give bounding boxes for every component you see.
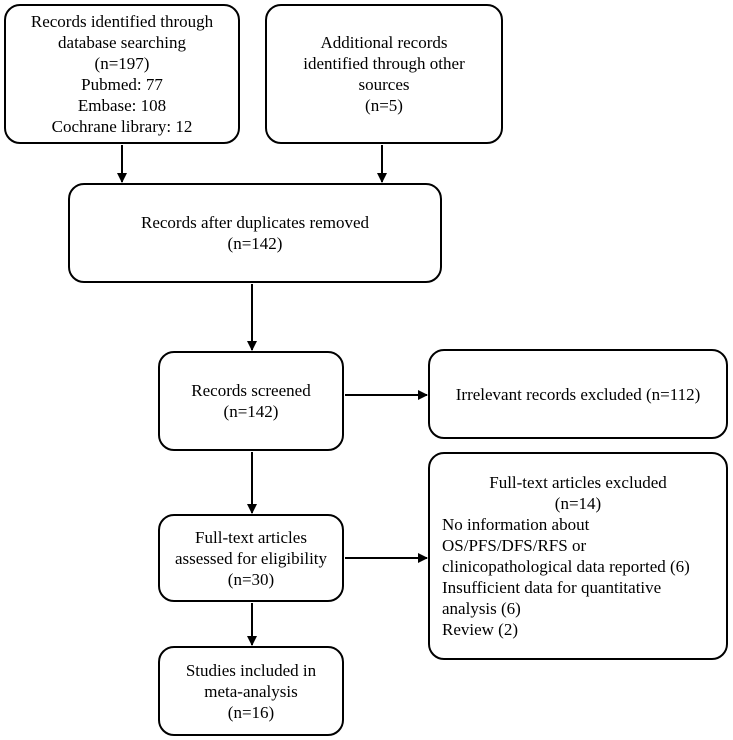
box-line: clinicopathological data reported (6) [442,557,690,576]
box-line: (n=142) [227,234,283,253]
box-line: (n=14) [554,494,602,513]
box-line: Embase: 108 [77,96,167,115]
box-line: sources [358,75,410,94]
box-line: Studies included in [185,660,317,680]
box-line: Records identified through [30,12,214,31]
box-line: database searching [58,33,186,52]
box-line: OS/PFS/DFS/RFS or [442,536,587,555]
studies-included-box: Studies included in meta-analysis (n=16) [158,646,344,736]
additional-records-box: Additional records identified through ot… [265,4,503,144]
box-line: identified through other [303,54,465,73]
box-line: Records after duplicates removed [141,213,369,232]
box-line: Additional records [320,33,448,52]
box-line: (n=142) [223,402,279,421]
fulltext-excluded-box: Full-text articles excluded (n=14) No in… [428,452,728,660]
fulltext-assessed-box: Full-text articles assessed for eligibil… [158,514,344,602]
box-line: assessed for eligibility [174,548,328,568]
box-line: Irrelevant records excluded (n=112) [455,384,701,404]
records-identified-database-box: Records identified through database sear… [4,4,240,144]
box-line: analysis (6) [442,599,521,618]
box-line: (n=30) [227,569,275,589]
irrelevant-records-excluded-box: Irrelevant records excluded (n=112) [428,349,728,439]
box-line: meta-analysis [204,681,298,701]
box-line: Review (2) [442,620,519,639]
box-line: Pubmed: 77 [81,75,163,94]
box-line: Full-text articles excluded [489,473,667,492]
box-line: Full-text articles [195,527,307,547]
records-screened-box: Records screened (n=142) [158,351,344,451]
box-line: Insufficient data for quantitative [442,578,662,597]
box-line: Cochrane library: 12 [51,117,193,136]
box-line: Records screened [191,381,311,400]
box-line: (n=5) [365,96,403,115]
records-after-duplicates-box: Records after duplicates removed (n=142) [68,183,442,283]
box-line: No information about [442,515,590,534]
box-line: (n=16) [227,702,275,722]
box-line: (n=197) [94,54,150,73]
